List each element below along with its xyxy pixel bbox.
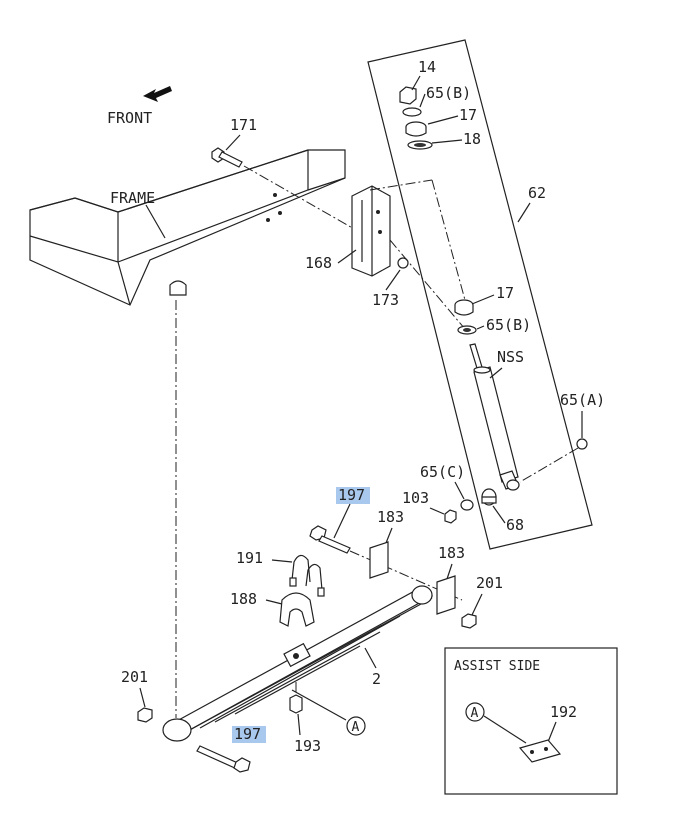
label-197-bottom-highlight bbox=[232, 726, 266, 743]
label-192: 192 bbox=[550, 703, 577, 721]
nut-103 bbox=[444, 509, 457, 524]
label-68: 68 bbox=[506, 516, 524, 534]
nut-173 bbox=[397, 257, 409, 269]
label-188: 188 bbox=[230, 590, 257, 608]
label-65b-top: 65(B) bbox=[426, 84, 471, 102]
label-173: 173 bbox=[372, 291, 399, 309]
spacer-188 bbox=[279, 592, 315, 627]
label-183-right: 183 bbox=[438, 544, 465, 562]
bracket-183-left bbox=[369, 541, 389, 579]
label-14: 14 bbox=[418, 58, 436, 76]
mid-mount-parts bbox=[454, 299, 477, 335]
ref-a-leader bbox=[291, 689, 347, 721]
label-197-top[interactable]: 197 bbox=[338, 486, 365, 504]
label-201-left: 201 bbox=[121, 668, 148, 686]
label-191: 191 bbox=[236, 549, 263, 567]
ref-a-main-circle bbox=[346, 716, 366, 736]
bolt-197-bottom bbox=[196, 745, 251, 773]
nut-65a bbox=[576, 438, 588, 450]
ref-a-main: A bbox=[352, 720, 360, 735]
upper-mount-parts bbox=[399, 86, 433, 150]
bracket-183-right bbox=[436, 575, 456, 615]
label-197-top-highlight bbox=[336, 487, 370, 504]
shock-group-box bbox=[367, 39, 593, 550]
bolt-197-top bbox=[309, 525, 351, 554]
label-2: 2 bbox=[372, 670, 381, 688]
front-label: FRONT bbox=[107, 109, 152, 127]
label-65b-mid: 65(B) bbox=[486, 316, 531, 334]
frame-label: FRAME bbox=[110, 189, 155, 207]
label-17-top: 17 bbox=[459, 106, 477, 124]
assist-side-box bbox=[444, 647, 618, 795]
label-168: 168 bbox=[305, 254, 332, 272]
frame-rail bbox=[29, 149, 346, 306]
label-171: 171 bbox=[230, 116, 257, 134]
label-18: 18 bbox=[463, 130, 481, 148]
u-bolt-191 bbox=[289, 554, 325, 597]
label-nss: NSS bbox=[497, 348, 524, 366]
ref-a-assist-circle bbox=[465, 702, 485, 722]
label-17-mid: 17 bbox=[496, 284, 514, 302]
label-193: 193 bbox=[294, 737, 321, 755]
washer-65c bbox=[460, 499, 474, 511]
label-62: 62 bbox=[528, 184, 546, 202]
label-197-bottom[interactable]: 197 bbox=[234, 725, 261, 743]
label-201-right: 201 bbox=[476, 574, 503, 592]
plate-192 bbox=[518, 739, 562, 763]
label-65c: 65(C) bbox=[420, 463, 465, 481]
shock-absorber-nss bbox=[469, 343, 520, 491]
bolt-171 bbox=[211, 147, 243, 168]
ref-a-assist: A bbox=[471, 706, 479, 721]
label-103: 103 bbox=[402, 489, 429, 507]
assist-side-title: ASSIST SIDE bbox=[454, 659, 540, 674]
bracket-168 bbox=[351, 185, 391, 277]
bolt-193 bbox=[289, 694, 303, 714]
label-65a: 65(A) bbox=[560, 391, 605, 409]
bushing-68 bbox=[481, 488, 497, 506]
nut-201-right bbox=[461, 613, 477, 629]
nut-201-left bbox=[137, 707, 153, 723]
label-183-left: 183 bbox=[377, 508, 404, 526]
leaf-spring-2 bbox=[162, 585, 434, 742]
front-arrow-icon bbox=[143, 86, 172, 102]
